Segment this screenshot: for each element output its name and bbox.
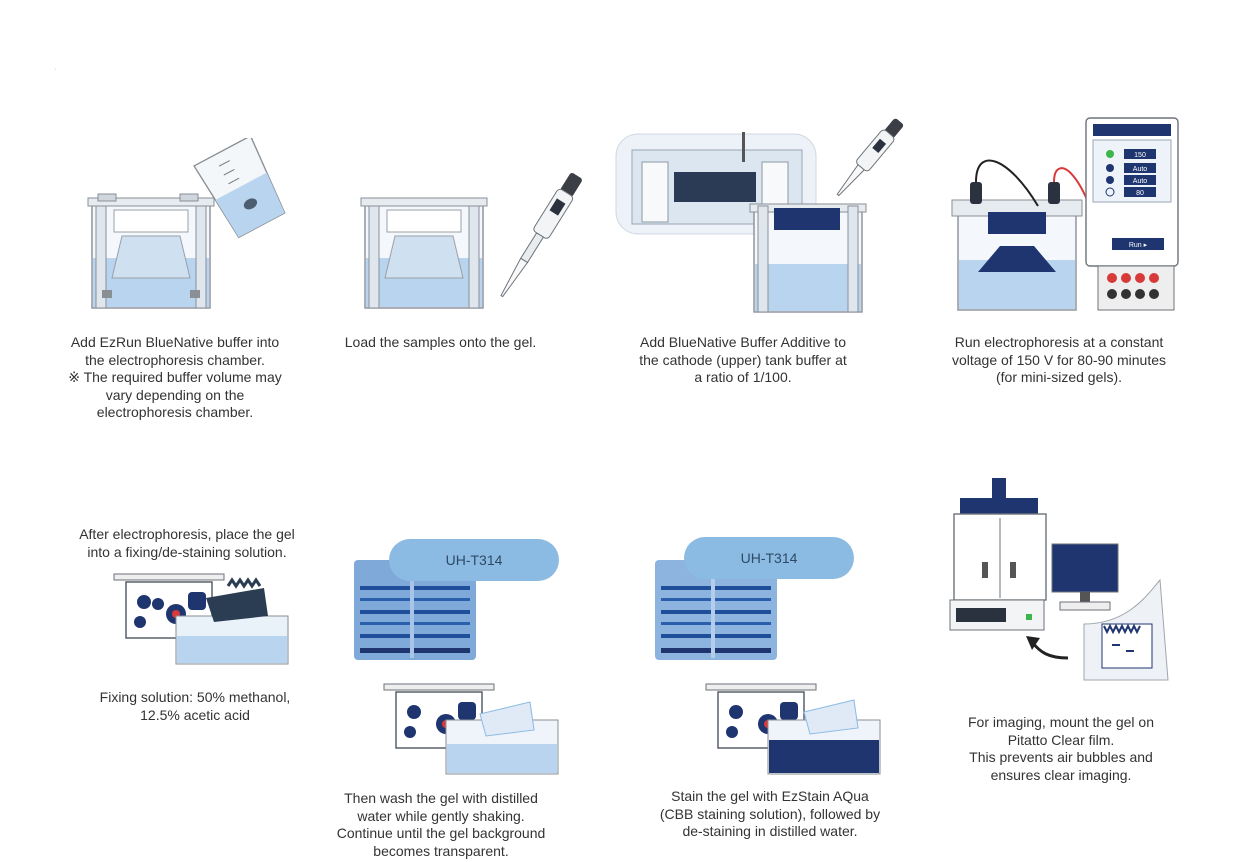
step8-caption: For imaging, mount the gel on Pitatto Cl… — [968, 714, 1154, 783]
step7-gel-image — [655, 560, 777, 660]
step7-illustration — [705, 683, 881, 775]
step5-caption-top: After electrophoresis, place the gel int… — [79, 526, 295, 560]
step3-illustration — [615, 118, 904, 313]
step5-caption-bottom: Fixing solution: 50% methanol, 12.5% ace… — [99, 689, 291, 723]
display-auto-2: Auto — [1133, 178, 1148, 185]
step4-illustration: 150 Auto Auto 80 Run ▸ — [951, 117, 1179, 311]
step6-gel-image — [354, 560, 476, 660]
electrophoresis-tank — [951, 182, 1083, 311]
display-auto-1: Auto — [1133, 166, 1148, 173]
monitor-icon — [1051, 543, 1119, 611]
arrow-icon — [1030, 641, 1069, 660]
display-time: 80 — [1136, 190, 1144, 197]
display-voltage: 150 — [1134, 152, 1146, 159]
product-badge: UH-T314 — [684, 537, 854, 579]
pipette-icon — [836, 118, 904, 197]
corner-mark: · — [54, 66, 57, 73]
step5-illustration — [113, 573, 289, 665]
imager-icon — [949, 478, 1047, 631]
step2-caption: Load the samples onto the gel. — [344, 334, 537, 350]
step1-caption: Add EzRun BlueNative buffer into the ele… — [68, 334, 282, 420]
step6-caption: Then wash the gel with distilled water w… — [336, 790, 546, 859]
beaker-icon — [193, 138, 286, 239]
step3-caption: Add BlueNative Buffer Additive to the ca… — [639, 334, 847, 385]
electrophoresis-tank — [87, 193, 215, 309]
pipette-icon — [500, 173, 582, 298]
step2-illustration — [360, 173, 582, 309]
run-button: Run ▸ — [1129, 242, 1148, 249]
step8-illustration — [949, 478, 1169, 681]
product-badge: UH-T314 — [389, 539, 559, 581]
tray-icon — [175, 615, 289, 665]
step1-illustration — [87, 138, 286, 309]
power-supply — [1085, 117, 1179, 311]
film-icon — [1083, 578, 1169, 681]
step4-caption: Run electrophoresis at a constant voltag… — [951, 334, 1167, 385]
electrophoresis-tank — [360, 197, 488, 309]
step7-caption: Stain the gel with EzStain AQua (CBB sta… — [659, 788, 881, 839]
step6-illustration — [383, 683, 559, 775]
electrophoresis-tank — [749, 203, 867, 313]
